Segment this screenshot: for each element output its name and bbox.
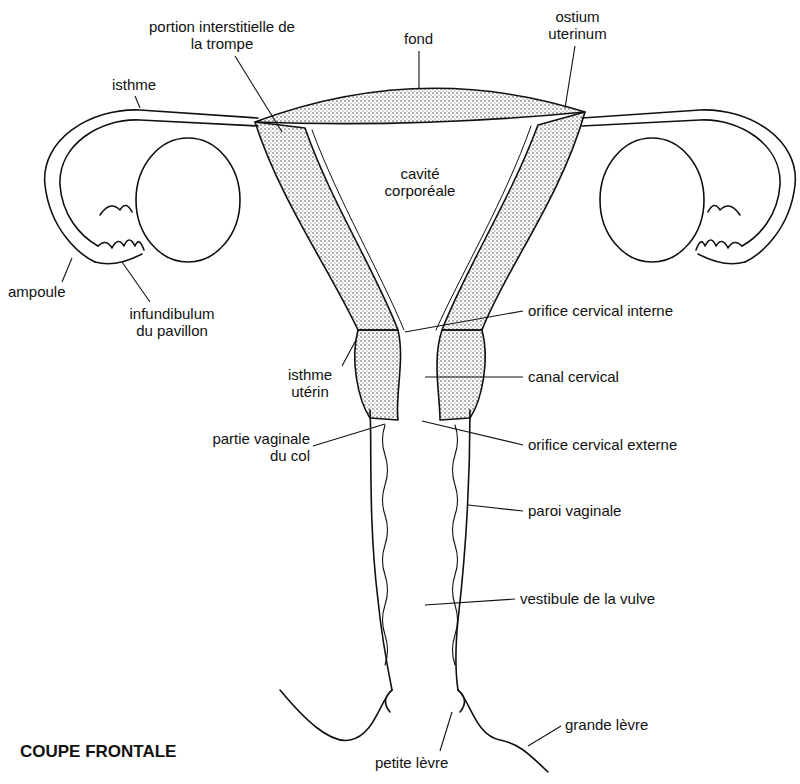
fimbriae: [95, 254, 142, 264]
part-label: partie vaginale du col: [195, 430, 310, 464]
part-label: fond: [404, 30, 433, 47]
leader-line: [440, 712, 452, 751]
endometrium-line: [436, 126, 531, 330]
part-label: infundibulum du pavillon: [122, 305, 222, 339]
part-label: canal cervical: [528, 368, 619, 385]
labium-majus: [458, 690, 548, 772]
part-label: petite lèvre: [375, 754, 448, 771]
part-label: grande lèvre: [565, 716, 648, 733]
figure-title: COUPE FRONTALE: [20, 742, 176, 762]
leader-line: [425, 599, 515, 605]
tube-wall: [582, 120, 780, 246]
leader-line: [342, 340, 356, 366]
tube-wall: [582, 110, 795, 262]
cervix-wall: [355, 330, 401, 420]
fimbriae: [100, 205, 132, 215]
leader-line: [565, 46, 575, 108]
leader-line: [468, 505, 523, 511]
part-label: vestibule de la vulve: [520, 590, 655, 607]
vaginal-mucosa: [453, 425, 458, 665]
leader-line: [135, 96, 140, 108]
leader-line: [122, 262, 150, 302]
part-label: orifice cervical interne: [528, 302, 673, 319]
vaginal-wall: [456, 410, 470, 690]
leader-line: [425, 376, 523, 377]
part-label: portion interstitielle de la trompe: [148, 18, 296, 52]
leader-line: [418, 51, 419, 88]
vaginal-mucosa: [383, 425, 388, 665]
uterine-wall: [255, 122, 398, 330]
leader-lines: [62, 46, 575, 751]
uterine-wall: [442, 112, 585, 330]
fimbriae: [698, 254, 745, 264]
leader-line: [313, 424, 385, 446]
part-label: ampoule: [8, 283, 66, 300]
leader-line: [528, 726, 561, 746]
leader-line: [422, 421, 523, 445]
right-adnexa: [582, 110, 795, 264]
tube-wall: [60, 120, 258, 246]
ovary-outline: [600, 138, 704, 262]
part-label: cavité corporéale: [375, 165, 465, 199]
left-adnexa: [45, 110, 258, 264]
endometrium-line: [312, 130, 404, 330]
ovary-outline: [136, 138, 240, 262]
labium-majus: [280, 690, 392, 740]
fundus-wall: [255, 88, 585, 123]
labium-minus: [385, 690, 392, 712]
cervix-wall: [437, 330, 485, 420]
drawing-group: [45, 88, 796, 772]
leader-line: [235, 56, 282, 132]
fimbriae: [696, 240, 742, 250]
fimbriae: [98, 240, 144, 250]
part-label: ostium uterinum: [540, 8, 615, 42]
leader-line: [62, 258, 72, 282]
part-label: paroi vaginale: [528, 502, 621, 519]
part-label: isthme: [112, 76, 156, 93]
labium-minus: [458, 690, 465, 712]
fimbriae: [708, 205, 740, 215]
vaginal-wall: [370, 410, 392, 690]
part-label: orifice cervical externe: [528, 436, 677, 453]
part-label: isthme utérin: [280, 366, 340, 400]
leader-line: [405, 311, 523, 332]
tube-wall: [45, 110, 258, 262]
